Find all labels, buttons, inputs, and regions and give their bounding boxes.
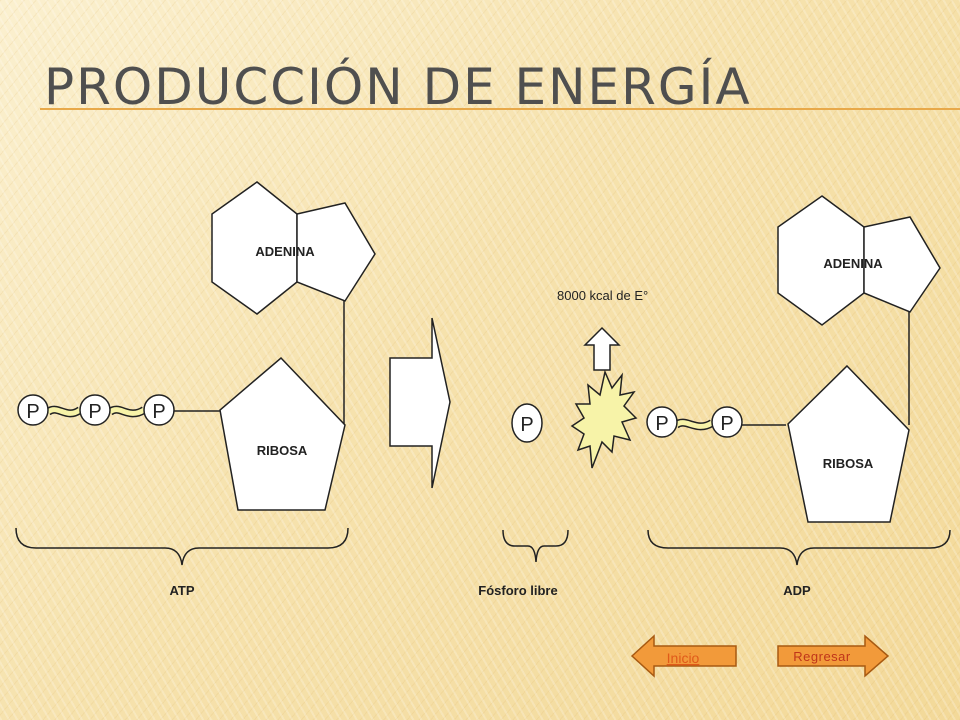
inicio-arrow-icon [630, 634, 737, 678]
adp-brace [647, 529, 951, 566]
slide-title: Producción de energía [44, 58, 752, 116]
adp-ribosa-label: RIBOSA [823, 456, 874, 471]
free-phosphate: P Fósforo libre [478, 403, 569, 598]
free-phosphate-label: Fósforo libre [478, 583, 557, 598]
adp-phosphate-2 [711, 406, 743, 438]
atp-phosphate-1-label: P [26, 401, 39, 423]
reaction-arrow-icon [389, 317, 451, 489]
free-phosphate-brace [502, 529, 569, 563]
atp-ribosa-label: RIBOSA [257, 443, 308, 458]
regresar-arrow-icon [777, 634, 890, 678]
atp-molecule: ADENINA RIBOSA P P P ATP [15, 181, 376, 598]
energy-label: 8000 kcal de E° [557, 288, 648, 303]
adp-molecule: ADENINA RIBOSA P P ADP [646, 195, 951, 598]
adp-phosphate-1 [646, 406, 678, 438]
atp-phosphate-2 [79, 394, 111, 426]
atp-phosphate-3 [143, 394, 175, 426]
free-phosphate-circle [511, 403, 543, 443]
adp-label: ADP [783, 583, 811, 598]
adp-adenine-pentagon [863, 216, 941, 313]
atp-adenina-label: ADENINA [255, 244, 315, 259]
adp-phosphate-link-fill [674, 420, 714, 429]
inicio-button[interactable]: Inicio [630, 634, 737, 678]
adp-phosphate-1-label: P [655, 413, 668, 435]
atp-brace [15, 527, 349, 566]
adp-phosphate-2-label: P [720, 413, 733, 435]
inicio-label: Inicio [667, 650, 700, 666]
regresar-label: Regresar [793, 649, 851, 664]
energy-burst-icon [570, 369, 638, 469]
regresar-button[interactable]: Regresar [777, 634, 890, 678]
adp-adenina-label: ADENINA [823, 256, 883, 271]
energy-release: 8000 kcal de E° [557, 288, 648, 469]
atp-phosphate-2-label: P [88, 401, 101, 423]
title-underline [40, 108, 960, 110]
adp-ribose-pentagon [787, 364, 910, 523]
free-phosphate-symbol: P [520, 414, 533, 436]
energy-up-arrow-icon [583, 326, 621, 371]
atp-ribose-pentagon [219, 356, 346, 511]
atp-adenine-pentagon [296, 202, 376, 302]
atp-phosphate-3-label: P [152, 401, 165, 423]
atp-label: ATP [169, 583, 194, 598]
atp-phosphate-link-2-fill [108, 407, 146, 416]
atp-phosphate-link-1-fill [46, 407, 82, 416]
atp-phosphate-1 [17, 394, 49, 426]
